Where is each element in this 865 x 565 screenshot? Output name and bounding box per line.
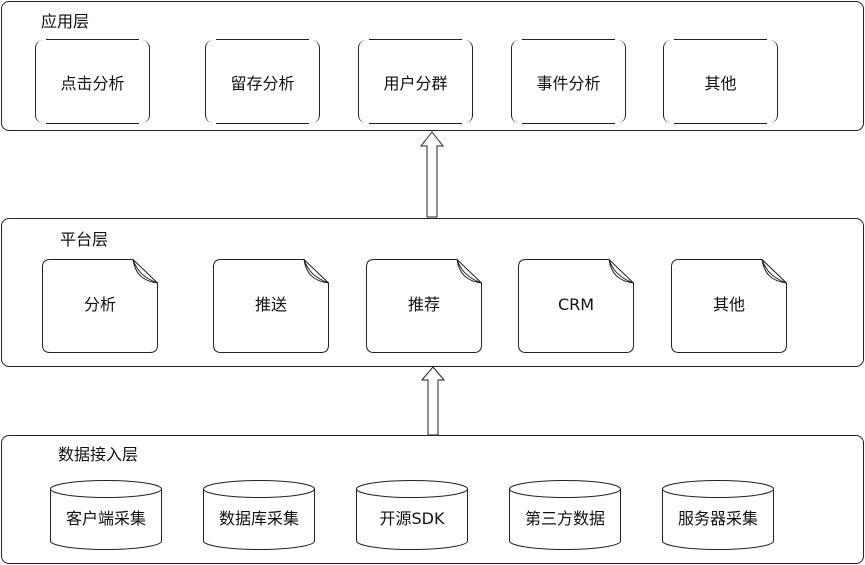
document-icon — [366, 259, 482, 353]
platform-item-recommend: 推荐 — [366, 259, 482, 353]
platform-item-label: 推荐 — [407, 295, 440, 314]
data-source-third-party: 第三方数据 — [509, 480, 621, 550]
application-layer: 应用层 — [1, 1, 864, 131]
data-source-open-sdk: 开源SDK — [356, 480, 468, 550]
database-cylinder-icon — [662, 480, 774, 550]
platform-item-push: 推送 — [213, 259, 329, 353]
platform-item-label: 其他 — [712, 295, 745, 314]
app-item-user-segmentation: 用户分群 — [358, 39, 473, 124]
document-icon — [213, 259, 329, 353]
data-source-label: 客户端采集 — [65, 509, 146, 528]
app-item-label: 事件分析 — [536, 73, 601, 93]
platform-layer-title: 平台层 — [60, 230, 109, 249]
data-access-layer-title: 数据接入层 — [58, 445, 139, 464]
app-item-label: 用户分群 — [383, 73, 448, 93]
app-item-event-analysis: 事件分析 — [511, 39, 626, 124]
up-arrow-platform-to-application — [419, 131, 445, 218]
document-icon — [42, 259, 158, 353]
database-cylinder-icon — [50, 480, 162, 550]
data-source-label: 数据库采集 — [218, 509, 299, 528]
data-source-label: 开源SDK — [379, 509, 445, 528]
app-item-label: 点击分析 — [60, 73, 125, 93]
application-layer-title: 应用层 — [41, 12, 90, 31]
app-item-label: 其他 — [704, 73, 737, 93]
app-item-other: 其他 — [663, 39, 778, 124]
platform-item-label: 推送 — [254, 295, 287, 314]
data-source-server: 服务器采集 — [662, 480, 774, 550]
document-icon — [518, 259, 634, 353]
data-source-client: 客户端采集 — [50, 480, 162, 550]
up-arrow-data-to-platform — [420, 366, 446, 436]
app-item-click-analysis: 点击分析 — [35, 39, 150, 124]
app-item-retention-analysis: 留存分析 — [205, 39, 320, 124]
platform-item-label: 分析 — [83, 295, 116, 314]
platform-item-crm: CRM — [518, 259, 634, 353]
platform-item-label: CRM — [557, 295, 595, 314]
data-source-database: 数据库采集 — [203, 480, 315, 550]
document-icon — [671, 259, 787, 353]
platform-item-analysis: 分析 — [42, 259, 158, 353]
data-source-label: 服务器采集 — [677, 509, 758, 528]
database-cylinder-icon — [356, 480, 468, 550]
database-cylinder-icon — [509, 480, 621, 550]
app-item-label: 留存分析 — [230, 73, 295, 93]
data-source-label: 第三方数据 — [524, 509, 605, 528]
platform-item-other: 其他 — [671, 259, 787, 353]
database-cylinder-icon — [203, 480, 315, 550]
